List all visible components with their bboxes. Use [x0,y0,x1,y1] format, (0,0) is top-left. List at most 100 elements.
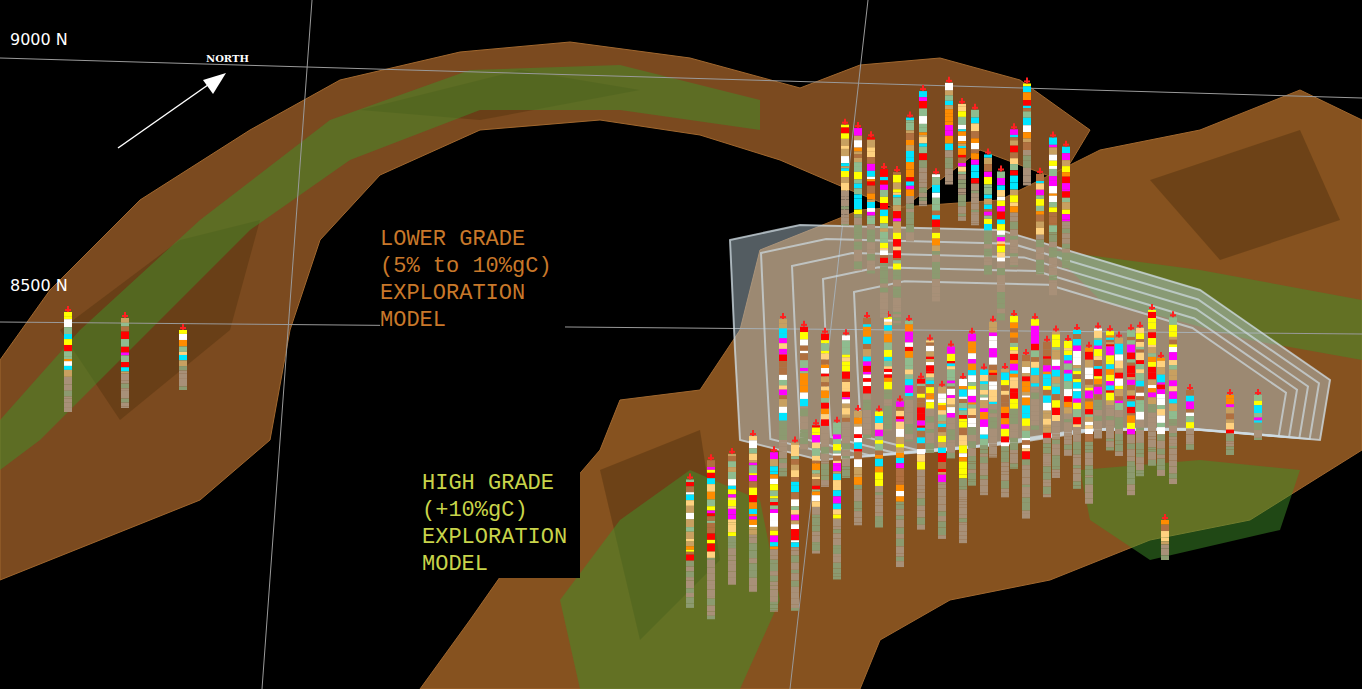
assay-interval [1157,385,1165,390]
assay-interval [1064,440,1072,445]
assay-interval [833,496,841,503]
assay-interval [938,415,946,421]
assay-interval [1031,368,1039,376]
assay-interval [1001,418,1009,424]
assay-interval [728,515,736,520]
assay-interval [64,377,72,385]
assay-interval [1064,402,1072,407]
assay-interval [707,546,715,552]
assay-interval [896,502,904,505]
assay-interval [800,409,808,417]
assay-interval [867,171,875,177]
assay-interval [800,380,808,385]
collar-mark [752,430,754,436]
assay-interval [971,197,979,203]
assay-interval [686,486,694,492]
assay-interval [926,393,934,395]
assay-interval [1148,323,1156,329]
assay-interval [932,177,940,185]
assay-interval [1136,342,1144,347]
assay-interval [958,174,966,180]
assay-interval [1010,338,1018,343]
assay-interval [906,182,914,186]
north-arrowhead [203,73,226,94]
assay-interval [1127,363,1135,366]
assay-interval [884,342,892,349]
assay-interval [906,204,914,209]
assay-interval [791,465,799,471]
assay-interval [791,459,799,464]
assay-interval [1106,425,1114,433]
assay-interval [800,351,808,353]
assay-interval [1106,405,1114,409]
assay-interval [179,371,187,374]
assay-interval [938,482,946,484]
assay-interval [896,444,904,448]
assay-interval [971,204,979,210]
collar-mark [948,77,950,83]
assay-interval [1136,396,1144,400]
assay-interval [1031,350,1039,357]
assay-interval [1031,416,1039,421]
assay-interval [980,457,988,463]
assay-interval [880,197,888,203]
assay-interval [906,162,914,169]
assay-interval [791,604,799,608]
collar-mark [782,313,784,319]
assay-interval [1127,457,1135,462]
assay-interval [989,370,997,373]
assay-interval [1115,344,1123,349]
assay-interval [980,454,988,457]
assay-interval [1073,365,1081,368]
assay-interval [121,318,129,323]
assay-interval [1010,140,1018,145]
assay-interval [905,340,913,343]
assay-interval [1161,545,1169,549]
assay-interval [919,160,927,168]
assay-interval [875,506,883,513]
assay-interval [833,439,841,444]
assay-interval [875,436,883,440]
assay-interval [1094,402,1102,407]
assay-interval [1094,379,1102,385]
assay-interval [1001,391,1009,395]
assay-interval [989,456,997,458]
assay-interval [812,501,820,507]
assay-interval [1127,438,1135,444]
assay-interval [686,506,694,513]
assay-interval [1010,431,1018,438]
assay-interval [800,423,808,430]
assay-interval [841,215,849,218]
assay-interval [686,539,694,542]
assay-interval [779,390,787,396]
assay-interval [1148,404,1156,406]
assay-interval [997,268,1005,275]
assay-interval [1052,347,1060,350]
assay-interval [896,520,904,528]
assay-interval [728,498,736,500]
assay-interval [926,416,934,422]
assay-interval [1043,464,1051,466]
assay-interval [893,295,901,298]
assay-interval [938,499,946,505]
assay-interval [1127,399,1135,401]
assay-interval [833,444,841,451]
assay-interval [791,593,799,598]
assay-interval [791,499,799,506]
assay-interval [812,551,820,554]
assay-interval [884,429,892,430]
assay-interval [919,197,927,201]
assay-interval [770,590,778,597]
assay-interval [812,515,820,517]
assay-interval [867,208,875,212]
assay-interval [919,205,927,207]
assay-interval [121,355,129,362]
assay-interval [1010,393,1018,399]
assay-interval [1001,429,1009,437]
assay-interval [1127,390,1135,395]
assay-interval [1085,492,1093,499]
assay-interval [1064,361,1072,364]
assay-interval [1136,360,1144,364]
assay-interval [945,130,953,136]
assay-interval [812,470,820,474]
